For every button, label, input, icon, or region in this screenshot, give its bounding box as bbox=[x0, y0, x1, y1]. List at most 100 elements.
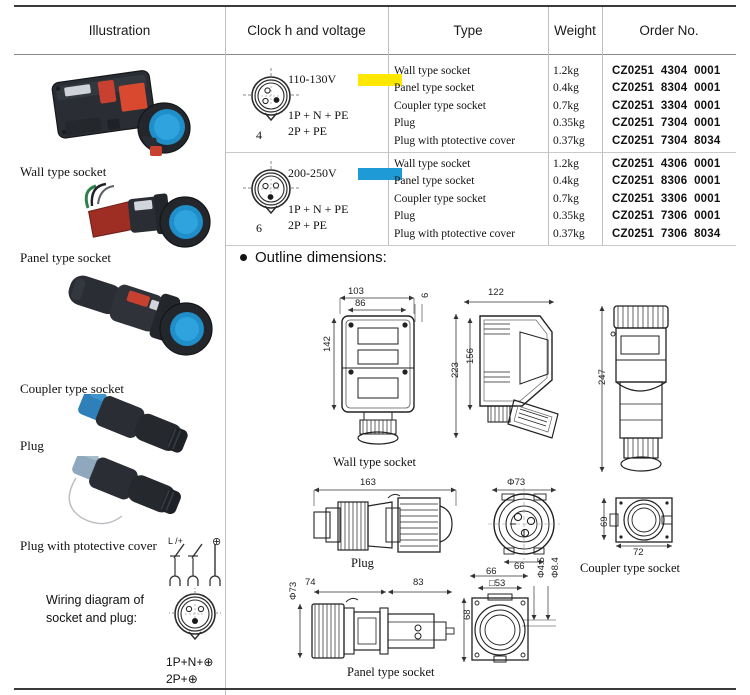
dim-wall-86: 86 bbox=[355, 298, 366, 309]
weight-list-row-2: 1.2kg 0.4kg 0.7kg 0.35kg 0.37kg bbox=[553, 156, 585, 243]
dim-coupler-247: 247 bbox=[597, 369, 608, 385]
order-cell: CZ0251 7306 8034 bbox=[612, 227, 721, 240]
top-divider bbox=[14, 5, 736, 7]
wiring-terminal-label: L /+ bbox=[168, 536, 183, 546]
dim-plug-163: 163 bbox=[360, 477, 376, 488]
weight-cell: 0.4kg bbox=[553, 82, 579, 95]
drawing-coupler-type-socket-end bbox=[596, 490, 692, 556]
dim-plug-66: 66 bbox=[514, 561, 525, 572]
weight-cell: 0.37kg bbox=[553, 227, 585, 240]
voltage-row-2: 200-250V bbox=[288, 166, 337, 180]
dim-panel-diameter-4-5: Φ4.5 bbox=[536, 557, 547, 578]
bullet-icon bbox=[240, 254, 247, 261]
type-cell: Plug bbox=[394, 210, 416, 223]
type-cell: Coupler type socket bbox=[394, 99, 486, 112]
dim-panel-83: 83 bbox=[413, 577, 424, 588]
voltage-row-1: 110-130V bbox=[288, 72, 337, 86]
color-swatch-row-2 bbox=[358, 168, 402, 180]
dim-panel-74: 74 bbox=[305, 577, 316, 588]
photo-panel-type-socket bbox=[72, 178, 212, 256]
header-weight: Weight bbox=[554, 23, 596, 38]
dim-coupler-69: 69 bbox=[599, 516, 610, 527]
dim-wall-156: 156 bbox=[465, 348, 476, 364]
weight-cell: 0.7kg bbox=[553, 192, 579, 205]
outline-dimensions-text: Outline dimensions: bbox=[255, 249, 387, 266]
dim-panel-68: 68 bbox=[462, 609, 473, 620]
dim-wall-223: 223 bbox=[450, 362, 461, 378]
order-cell: CZ0251 7304 8034 bbox=[612, 134, 721, 147]
header-type: Type bbox=[453, 23, 483, 38]
illustration-label-plug-with-protective-cover: Plug with ptotective cover bbox=[20, 538, 157, 553]
header-clock-voltage: Clock h and voltage bbox=[247, 23, 366, 38]
weight-cell: 0.35kg bbox=[553, 210, 585, 223]
drawing-caption-panel-type-socket: Panel type socket bbox=[347, 665, 435, 679]
weight-cell: 1.2kg bbox=[553, 158, 579, 170]
weight-cell: 0.4kg bbox=[553, 175, 579, 188]
header-order-no: Order No. bbox=[639, 23, 699, 38]
outline-dimensions-heading: Outline dimensions: bbox=[240, 249, 387, 266]
drawing-wall-type-socket-side bbox=[448, 288, 578, 463]
type-list-row-1: Wall type socket Panel type socket Coupl… bbox=[394, 63, 515, 150]
dim-plug-diameter-73: Φ73 bbox=[507, 477, 526, 488]
wiring-diagram-title-line2: socket and plug: bbox=[46, 611, 138, 625]
type-cell: Plug with ptotective cover bbox=[394, 227, 516, 240]
header-illustration: Illustration bbox=[88, 23, 151, 38]
poles-row-2-line1: 1P + N + PE bbox=[288, 202, 349, 216]
drawing-caption-plug: Plug bbox=[351, 556, 374, 570]
drawing-wall-type-socket-front bbox=[330, 288, 440, 463]
weight-list-row-1: 1.2kg 0.4kg 0.7kg 0.35kg 0.37kg bbox=[553, 63, 585, 150]
order-cell: CZ0251 8304 0001 bbox=[612, 82, 721, 95]
photo-wall-type-socket bbox=[46, 62, 196, 162]
weight-cell: 1.2kg bbox=[553, 65, 579, 77]
type-cell: Wall type socket bbox=[394, 65, 471, 77]
weight-cell: 0.37kg bbox=[553, 134, 585, 147]
wiring-config-line2: 2P+⊕ bbox=[166, 672, 198, 687]
photo-coupler-type-socket bbox=[58, 268, 218, 364]
pin-diagram-row-2 bbox=[243, 161, 299, 223]
order-cell: CZ0251 8306 0001 bbox=[612, 175, 721, 188]
order-cell: CZ0251 7306 0001 bbox=[612, 210, 721, 223]
col-divider-1 bbox=[225, 7, 226, 245]
type-cell: Panel type socket bbox=[394, 175, 475, 188]
pin-diagram-row-1 bbox=[243, 68, 299, 130]
dim-coupler-72: 72 bbox=[633, 547, 644, 558]
clock-hour-row-2: 6 bbox=[256, 221, 262, 235]
type-cell: Panel type socket bbox=[394, 82, 475, 95]
header-bottom-line bbox=[14, 54, 736, 55]
col-divider-4 bbox=[602, 7, 603, 245]
type-list-row-2: Wall type socket Panel type socket Coupl… bbox=[394, 156, 515, 243]
dim-panel-66: 66 bbox=[486, 566, 497, 577]
order-cell: CZ0251 3306 0001 bbox=[612, 192, 721, 205]
drawing-panel-type-socket-face bbox=[452, 566, 564, 670]
col-divider-2 bbox=[388, 7, 389, 245]
earth-icon-2: ⊕ bbox=[187, 672, 198, 686]
row2-bottom-line bbox=[225, 245, 736, 246]
photo-plug-with-protective-cover bbox=[52, 456, 212, 542]
type-cell: Plug with ptotective cover bbox=[394, 134, 516, 147]
photo-plug bbox=[66, 394, 206, 468]
wiring-config-text-2: 2P+ bbox=[166, 672, 188, 686]
type-cell: Wall type socket bbox=[394, 158, 471, 170]
row1-bottom-line bbox=[225, 152, 736, 153]
drawing-caption-coupler-type-socket: Coupler type socket bbox=[580, 561, 680, 575]
bottom-divider bbox=[14, 688, 736, 690]
order-list-row-2: CZ0251 4306 0001 CZ0251 8306 0001 CZ0251… bbox=[612, 156, 720, 243]
order-cell: CZ0251 3304 0001 bbox=[612, 99, 721, 112]
dim-panel-diameter-73: Φ73 bbox=[288, 581, 299, 600]
poles-row-1-line1: 1P + N + PE bbox=[288, 108, 349, 122]
poles-row-1-line2: 2P + PE bbox=[288, 124, 327, 138]
drawing-panel-type-socket-side bbox=[276, 578, 466, 668]
dim-wall-103: 103 bbox=[348, 286, 364, 297]
col-divider-3 bbox=[548, 7, 549, 245]
illustration-label-panel-type-socket: Panel type socket bbox=[20, 250, 111, 265]
illustration-label-coupler-type-socket: Coupler type socket bbox=[20, 381, 124, 396]
dim-wall-122: 122 bbox=[488, 287, 504, 298]
drawing-caption-wall-type-socket: Wall type socket bbox=[333, 455, 416, 469]
wiring-config-line1: 1P+N+⊕ bbox=[166, 655, 213, 670]
weight-cell: 0.35kg bbox=[553, 117, 585, 130]
clock-hour-row-1: 4 bbox=[256, 128, 262, 142]
type-cell: Plug bbox=[394, 117, 416, 130]
color-swatch-row-1 bbox=[358, 74, 402, 86]
wiring-config-text-1: 1P+N+ bbox=[166, 655, 204, 669]
